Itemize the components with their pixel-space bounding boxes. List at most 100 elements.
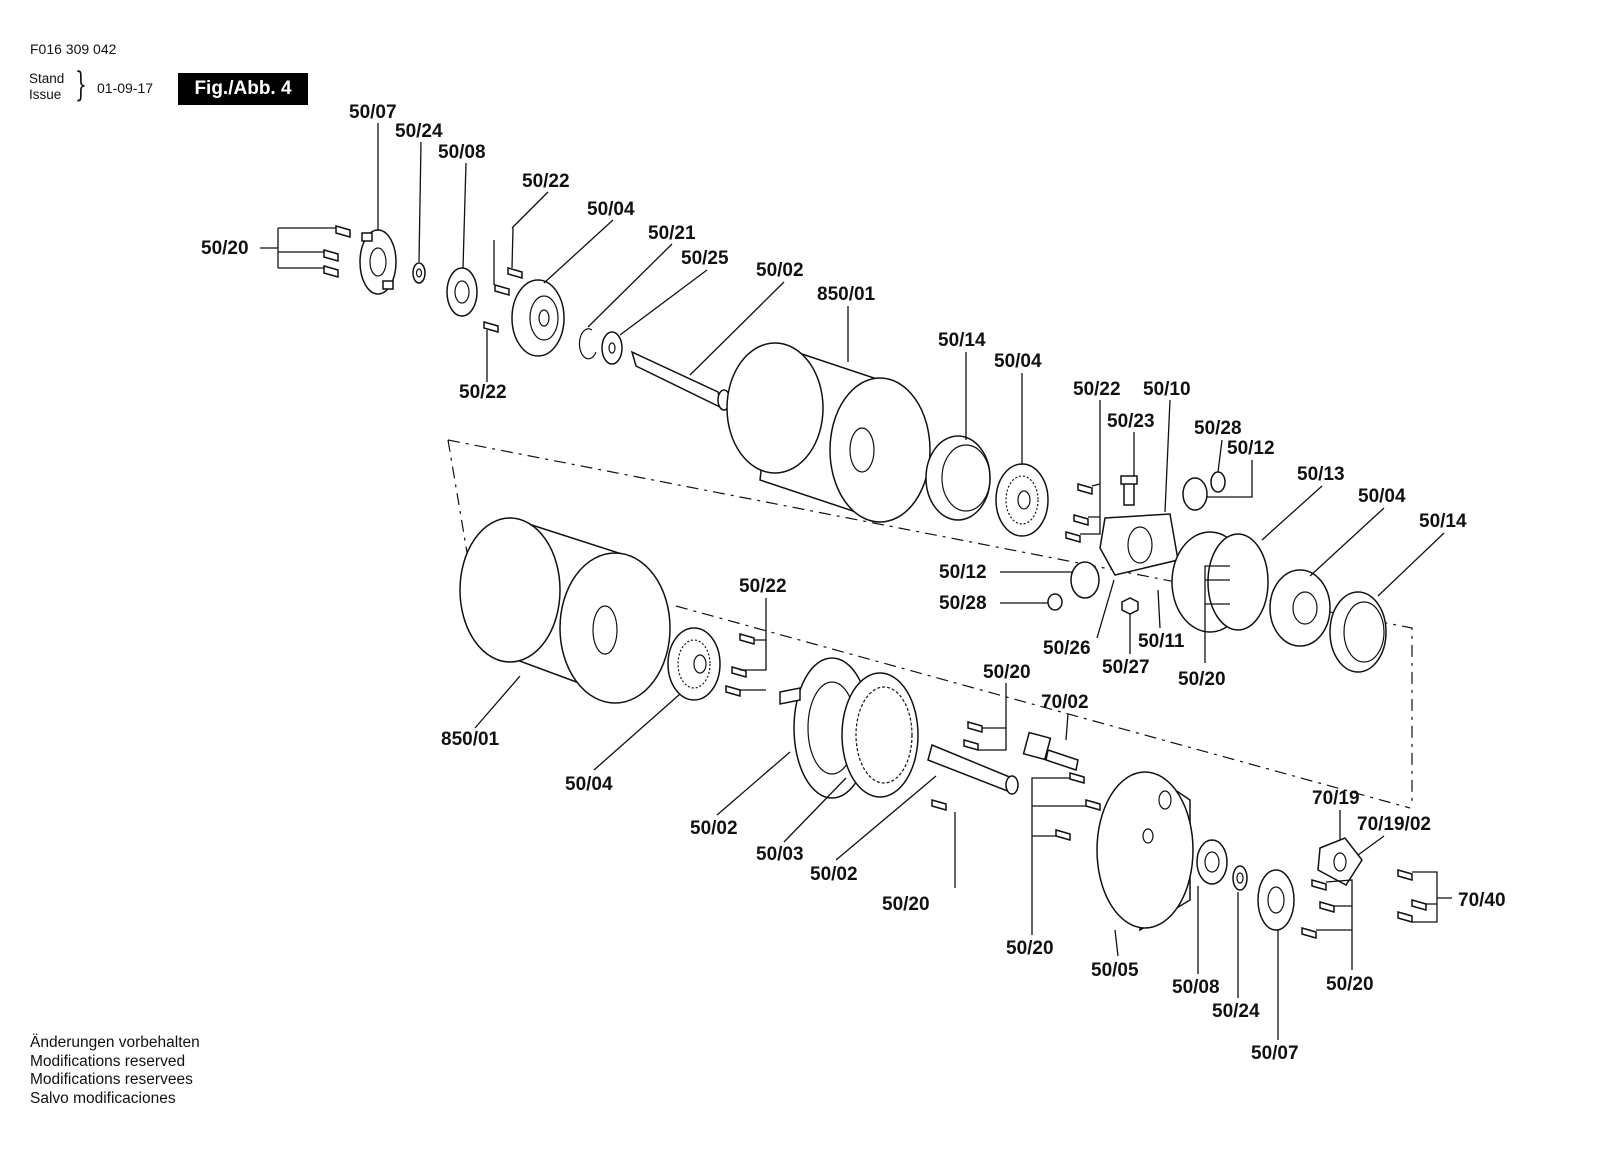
label-50-04-right: 50/04 — [1358, 486, 1406, 507]
label-50-28-left: 50/28 — [939, 593, 987, 614]
stand-issue-label: Stand Issue — [29, 71, 64, 103]
label-50-05: 50/05 — [1091, 960, 1139, 981]
issue-label: Issue — [29, 87, 62, 102]
washer-50-28-top — [1210, 471, 1226, 493]
label-50-07-lower: 50/07 — [1251, 1043, 1299, 1064]
note-line-de: Änderungen vorbehalten — [30, 1034, 200, 1051]
label-50-22-mid: 50/22 — [1073, 379, 1121, 400]
end-cap-50-07-lower — [1257, 869, 1295, 931]
bevel-gear-50-04-lower — [667, 627, 721, 701]
label-50-23: 50/23 — [1107, 411, 1155, 432]
label-50-22-lower-left: 50/22 — [459, 382, 507, 403]
part-labels: 50/07 50/24 50/08 50/22 50/04 50/21 50/2… — [201, 102, 1506, 1064]
screws-50-22-lower — [725, 633, 755, 697]
label-50-12-left: 50/12 — [939, 562, 987, 583]
note-line-fr: Modifications reservees — [30, 1071, 193, 1088]
washer-50-28-left — [1047, 593, 1063, 611]
label-50-22-top: 50/22 — [522, 171, 570, 192]
figure-badge: Fig./Abb. 4 — [178, 73, 308, 105]
label-50-08-top: 50/08 — [438, 142, 486, 163]
stand-label: Stand — [29, 71, 65, 86]
issue-date: 01-09-17 — [97, 80, 154, 96]
label-70-19: 70/19 — [1312, 788, 1360, 809]
washer-50-24-top — [412, 262, 426, 284]
screws-50-20-lower-right — [1301, 879, 1335, 939]
flange-50-04-top — [511, 279, 565, 357]
label-50-28-top: 50/28 — [1194, 418, 1242, 439]
label-70-40: 70/40 — [1458, 890, 1506, 911]
brace-icon: } — [75, 65, 87, 105]
label-50-14-right: 50/14 — [1419, 511, 1467, 532]
label-50-10: 50/10 — [1143, 379, 1191, 400]
label-50-03: 50/03 — [756, 844, 804, 865]
label-50-02-lower-b: 50/02 — [810, 864, 858, 885]
washer-50-24-lower — [1232, 865, 1248, 891]
screws-70-40 — [1397, 869, 1427, 923]
nut-50-27 — [1121, 597, 1139, 615]
label-50-20-lower-c: 50/20 — [1006, 938, 1054, 959]
label-50-04-lower: 50/04 — [565, 774, 613, 795]
carrier-50-13 — [1171, 531, 1269, 633]
drum-850-01-lower — [459, 517, 671, 704]
label-850-01-lower: 850/01 — [441, 729, 500, 750]
assembly-dash-line-lower — [675, 605, 1411, 809]
screws-50-20-lower-mid — [1055, 772, 1101, 841]
label-50-04-top: 50/04 — [587, 199, 635, 220]
label-50-02-lower-a: 50/02 — [690, 818, 738, 839]
ring-50-14-top — [925, 435, 991, 521]
screw-group-50-20-top — [323, 225, 351, 278]
drum-850-01-top — [726, 342, 931, 523]
document-code: F016 309 042 — [30, 41, 117, 57]
assembly-dash-line-upper — [447, 439, 1413, 805]
ring-gear-50-03 — [841, 672, 919, 798]
label-50-20-mid: 50/20 — [1178, 669, 1226, 690]
bevel-gear-50-04-mid — [995, 463, 1049, 537]
label-50-24-top: 50/24 — [395, 121, 443, 142]
label-50-20-lower-right: 50/20 — [1326, 974, 1374, 995]
label-50-07-top: 50/07 — [349, 102, 397, 123]
plate-50-05 — [1096, 771, 1194, 932]
label-50-25: 50/25 — [681, 248, 729, 269]
label-50-14-top: 50/14 — [938, 330, 986, 351]
assembly-dash-line-left — [447, 439, 471, 571]
bolt-50-23 — [1120, 475, 1138, 506]
note-line-en: Modifications reserved — [30, 1052, 186, 1070]
pinion-50-12-top — [1182, 477, 1208, 511]
label-50-12-top: 50/12 — [1227, 438, 1275, 459]
label-850-01-top: 850/01 — [817, 284, 876, 305]
circlip-50-21 — [578, 328, 597, 360]
label-50-24-lower: 50/24 — [1212, 1001, 1260, 1022]
modifications-note: Änderungen vorbehalten Modifications res… — [30, 1034, 200, 1108]
ring-50-14-right — [1329, 591, 1387, 673]
spindle-70-02 — [1022, 731, 1079, 771]
end-cap-50-07-top — [359, 229, 397, 295]
bearing-50-08-top — [446, 267, 478, 317]
label-50-11: 50/11 — [1138, 631, 1185, 652]
washer-50-25 — [601, 331, 623, 365]
flange-50-04-right — [1269, 569, 1331, 647]
pinion-50-12-left — [1070, 561, 1100, 599]
label-50-27: 50/27 — [1102, 657, 1150, 678]
shaft-50-02-top — [630, 350, 731, 411]
label-50-20-lower-top: 50/20 — [983, 662, 1031, 683]
label-50-26: 50/26 — [1043, 638, 1091, 659]
note-line-es: Salvo modificaciones — [30, 1089, 176, 1107]
shaft-50-02-lower — [927, 743, 1019, 795]
bracket-70-19 — [1317, 837, 1363, 886]
label-50-04-mid: 50/04 — [994, 351, 1042, 372]
label-50-21: 50/21 — [648, 223, 696, 244]
label-50-13: 50/13 — [1297, 464, 1345, 485]
screws-50-22-top — [483, 267, 523, 333]
label-50-08-lower: 50/08 — [1172, 977, 1220, 998]
leader-lines — [260, 123, 1452, 1040]
label-70-19-02: 70/19/02 — [1357, 814, 1431, 835]
label-50-02-top: 50/02 — [756, 260, 804, 281]
differential-housing-50-10 — [1099, 513, 1179, 576]
label-70-02: 70/02 — [1041, 692, 1089, 713]
screws-50-22-mid — [1065, 483, 1093, 543]
bearing-50-08-lower — [1196, 839, 1228, 885]
label-50-22-lower: 50/22 — [739, 576, 787, 597]
label-50-20-lower-b: 50/20 — [882, 894, 930, 915]
label-50-20-top-left: 50/20 — [201, 238, 249, 259]
